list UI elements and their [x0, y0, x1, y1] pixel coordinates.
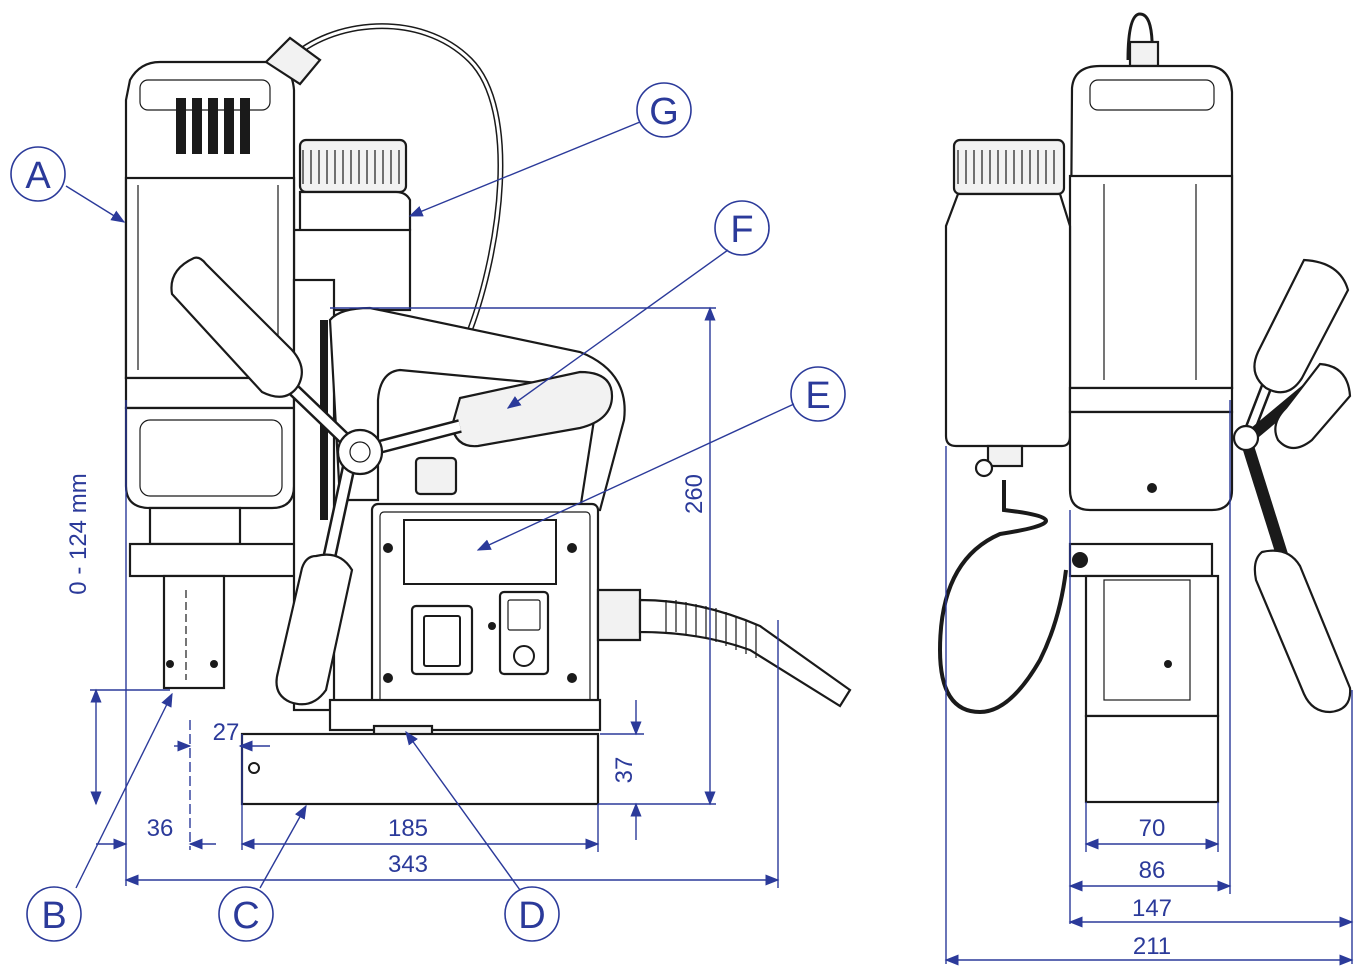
dim-height: 260: [681, 474, 708, 514]
side-gearbox: [1068, 386, 1234, 512]
control-box: [370, 502, 600, 724]
dim-side-86: 86: [1139, 857, 1166, 884]
dim-total-length: 343: [388, 851, 428, 878]
side-view: [937, 12, 1352, 804]
dim-side-147: 147: [1132, 895, 1172, 922]
callout-e: E: [805, 375, 830, 417]
front-view: [124, 23, 852, 806]
callout-a: A: [25, 155, 51, 197]
dim-base-length: 185: [388, 815, 428, 842]
gearbox: [124, 376, 296, 510]
callout-b: B: [41, 895, 66, 937]
callout-g: G: [649, 91, 679, 133]
side-feed-handles: [1232, 258, 1352, 714]
side-spindle: [1068, 542, 1220, 804]
side-bottle: [944, 138, 1072, 478]
callout-f: F: [730, 209, 753, 251]
dim-spindle-to-base: 36: [147, 815, 174, 842]
carry-handle: [328, 306, 626, 512]
callout-c: C: [232, 895, 259, 937]
dim-side-70: 70: [1139, 815, 1166, 842]
dim-base-height: 37: [611, 757, 638, 784]
spindle: [128, 506, 310, 690]
power-cable: [596, 588, 852, 708]
callout-circles: [10, 82, 846, 942]
dim-side-211: 211: [1133, 933, 1171, 960]
callout-leaders: [65, 121, 795, 891]
side-motor: [1068, 64, 1234, 390]
dim-spindle-offset: 27: [213, 719, 240, 746]
feed-handle: [170, 256, 462, 706]
coolant-bottle: [290, 138, 412, 312]
motor-housing: [124, 36, 322, 380]
callout-d: D: [518, 895, 545, 937]
magnetic-base: [240, 698, 602, 806]
dim-stroke-range: 0 - 124 mm: [65, 473, 92, 594]
dimension-lines: [90, 306, 1354, 966]
